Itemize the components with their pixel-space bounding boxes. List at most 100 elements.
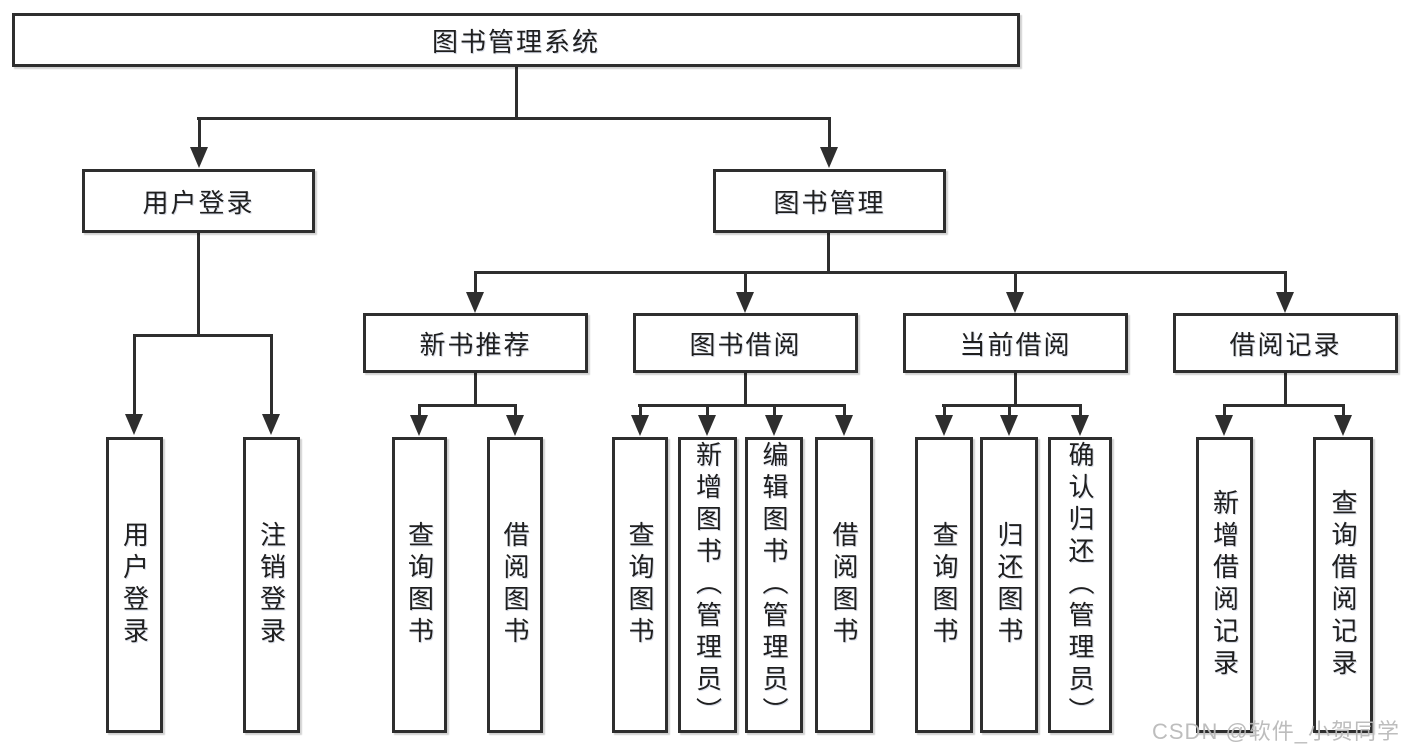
node-label: 查询图书 — [625, 521, 655, 649]
arrowhead-icon — [1071, 415, 1089, 436]
arrowhead-icon — [466, 292, 484, 313]
node-borrowing-records: 借阅记录 — [1173, 313, 1398, 373]
arrowhead-icon — [736, 292, 754, 313]
node-user-login: 用户登录 — [82, 169, 315, 233]
arrowhead-icon — [262, 414, 280, 435]
arrow-to-logout-leaf — [262, 335, 280, 435]
arrow-to-query-books-2 — [631, 405, 649, 436]
arrowhead-icon — [506, 415, 524, 436]
connector-borrow-records-hline — [1223, 404, 1345, 407]
node-label: 借阅图书 — [829, 521, 859, 649]
arrow-to-current-borrowing — [1006, 272, 1024, 313]
node-label: 用户登录 — [119, 521, 150, 649]
arrow-shaft — [942, 405, 946, 415]
node-label: 新增借阅记录 — [1209, 489, 1240, 681]
arrow-to-query-borrow-record — [1334, 405, 1352, 436]
arrowhead-icon — [820, 147, 838, 168]
arrowhead-icon — [1215, 415, 1233, 436]
arrow-to-add-borrow-record — [1215, 405, 1233, 436]
arrow-to-add-books-admin — [698, 405, 716, 436]
node-confirm-return-admin: 确认归还（管理员） — [1048, 437, 1112, 733]
node-label: 图书管理 — [773, 187, 886, 218]
node-query-borrow-record: 查询借阅记录 — [1313, 437, 1373, 733]
arrow-to-user-login-leaf — [125, 335, 143, 435]
arrow-to-book-management — [820, 118, 838, 168]
node-query-books-3: 查询图书 — [915, 437, 973, 733]
node-label: 当前借阅 — [959, 329, 1072, 360]
arrow-shaft — [1283, 272, 1287, 292]
node-logout-leaf: 注销登录 — [243, 437, 300, 733]
node-label: 查询借阅记录 — [1328, 489, 1358, 681]
connector-borrow-records-stub — [1284, 373, 1287, 407]
arrowhead-icon — [1000, 415, 1018, 436]
node-label: 注销登录 — [256, 521, 287, 649]
connector-user-login-hline — [133, 334, 273, 337]
node-label: 查询图书 — [404, 521, 435, 649]
arrow-shaft — [197, 118, 201, 147]
node-library-system: 图书管理系统 — [12, 13, 1020, 67]
connector-new-book-stub — [474, 373, 477, 407]
connector-current-borrow-stub — [1014, 373, 1017, 407]
arrow-to-query-books-3 — [935, 405, 953, 436]
arrowhead-icon — [765, 415, 783, 436]
arrow-shaft — [473, 272, 477, 292]
arrow-shaft — [827, 118, 831, 147]
node-label: 新书推荐 — [419, 329, 532, 360]
arrowhead-icon — [631, 415, 649, 436]
arrowhead-icon — [835, 415, 853, 436]
node-label: 借阅记录 — [1229, 329, 1342, 360]
node-return-books: 归还图书 — [980, 437, 1038, 733]
connector-current-borrow-hline — [942, 404, 1082, 407]
arrowhead-icon — [698, 415, 716, 436]
node-query-books-1: 查询图书 — [392, 437, 447, 733]
connector-book-borrow-stub — [744, 373, 747, 407]
watermark-text: CSDN @软件_小贺同学 — [1152, 719, 1401, 744]
connector-level3-hline — [474, 271, 1287, 274]
node-book-borrowing: 图书借阅 — [633, 313, 858, 373]
node-label: 查询图书 — [929, 521, 959, 649]
connector-level2-hline — [197, 117, 831, 120]
connector-book-mgmt-stub — [827, 233, 830, 274]
arrow-shaft — [1222, 405, 1226, 415]
node-label: 新增图书（管理员） — [692, 441, 723, 729]
arrow-to-borrow-books-1 — [506, 405, 524, 436]
arrow-shaft — [1341, 405, 1345, 415]
node-edit-books-admin: 编辑图书（管理员） — [745, 437, 803, 733]
arrow-shaft — [842, 405, 846, 415]
arrow-shaft — [1078, 405, 1082, 415]
arrow-to-book-borrowing — [736, 272, 754, 313]
arrow-to-borrow-books-2 — [835, 405, 853, 436]
arrow-shaft — [705, 405, 709, 415]
arrow-shaft — [638, 405, 642, 415]
node-book-management: 图书管理 — [713, 169, 946, 233]
node-label: 编辑图书（管理员） — [759, 441, 789, 729]
arrow-to-new-book-recommend — [466, 272, 484, 313]
arrow-to-borrowing-records — [1276, 272, 1294, 313]
node-label: 图书借阅 — [689, 329, 802, 360]
arrow-to-query-books-1 — [410, 405, 428, 436]
node-label: 用户登录 — [142, 187, 255, 218]
arrowhead-icon — [935, 415, 953, 436]
arrow-shaft — [513, 405, 517, 415]
arrow-to-edit-books-admin — [765, 405, 783, 436]
connector-book-borrow-hline — [638, 404, 846, 407]
node-add-borrow-record: 新增借阅记录 — [1196, 437, 1253, 733]
node-label: 确认归还（管理员） — [1065, 441, 1095, 729]
arrow-shaft — [743, 272, 747, 292]
arrow-shaft — [132, 335, 136, 414]
node-borrow-books-2: 借阅图书 — [815, 437, 873, 733]
arrow-shaft — [772, 405, 776, 415]
node-borrow-books-1: 借阅图书 — [487, 437, 543, 733]
arrowhead-icon — [1276, 292, 1294, 313]
arrowhead-icon — [1334, 415, 1352, 436]
arrow-shaft — [1007, 405, 1011, 415]
node-user-login-leaf: 用户登录 — [106, 437, 163, 733]
node-label: 图书管理系统 — [431, 26, 600, 57]
arrowhead-icon — [410, 415, 428, 436]
node-label: 借阅图书 — [500, 521, 530, 649]
connector-new-book-hline — [418, 404, 517, 407]
arrow-shaft — [1013, 272, 1017, 292]
node-new-book-recommend: 新书推荐 — [363, 313, 588, 373]
arrowhead-icon — [125, 414, 143, 435]
